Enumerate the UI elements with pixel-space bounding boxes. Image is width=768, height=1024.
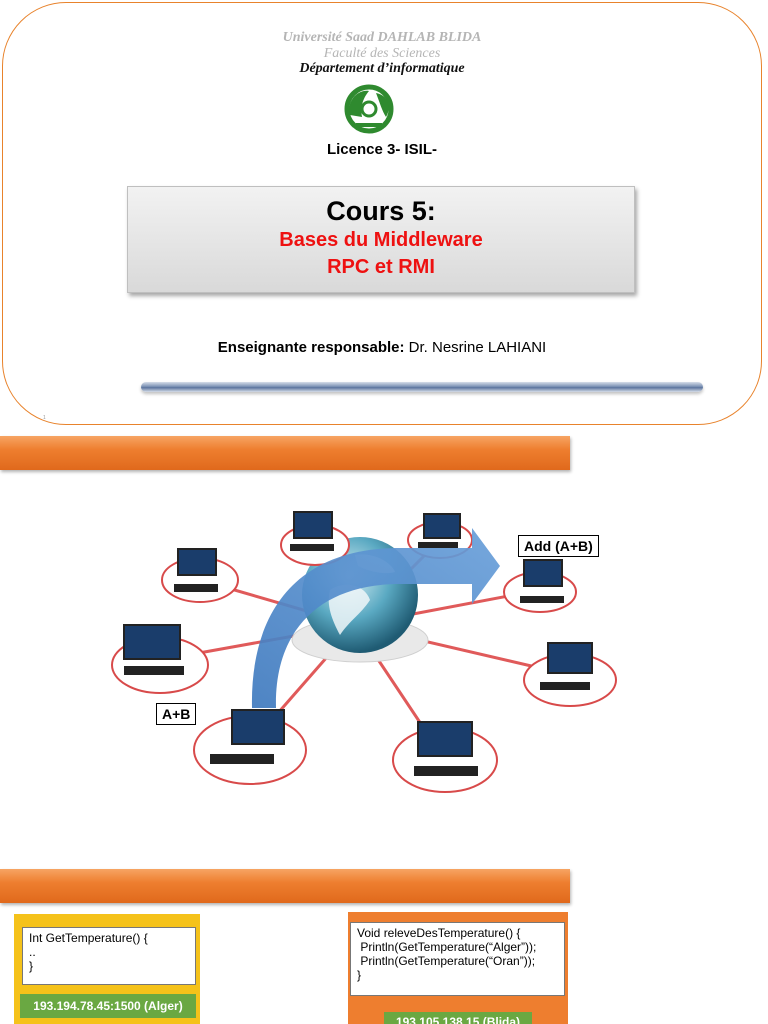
computer-icon (503, 559, 577, 613)
teacher-line: Enseignante responsable: Dr. Nesrine LAH… (3, 339, 761, 356)
code-line: Println(GetTemperature(“Alger”)); (357, 940, 537, 954)
course-subtitle-2: RPC et RMI (327, 256, 435, 278)
department-name: Département d’informatique (299, 61, 465, 76)
slide-header-bar (0, 436, 570, 470)
ab-label: A+B (156, 703, 197, 725)
server-code: Int GetTemperature() { .. } (22, 927, 196, 985)
add-label: Add (A+B) (518, 535, 599, 557)
decorative-line (141, 382, 703, 392)
computer-icon (193, 709, 307, 785)
university-name: Université Saad DAHLAB BLIDA (282, 30, 482, 45)
course-title: Cours 5: (326, 196, 436, 226)
course-subtitle-1: Bases du Middleware (279, 229, 483, 251)
code-line: Int GetTemperature() { (29, 931, 148, 945)
code-line: Void releveDesTemperature() { (357, 926, 521, 940)
teacher-name: Dr. Nesrine LAHIANI (404, 339, 547, 356)
curved-arrow-icon (228, 528, 500, 708)
slide-number: 1 (43, 415, 46, 421)
slide-header-bar (0, 869, 570, 903)
course-title-box: Cours 5: Bases du Middleware RPC et RMI (127, 186, 635, 293)
network-diagram (111, 511, 617, 793)
code-line: } (357, 968, 362, 982)
client-ip: 193.105.138.15 (Blida) (384, 1012, 532, 1024)
title-slide: Université Saad DAHLAB BLIDA Faculté des… (2, 2, 762, 425)
faculty-name: Faculté des Sciences (323, 46, 441, 61)
computer-icon (111, 624, 209, 694)
code-line: .. (29, 945, 36, 959)
computer-icon (392, 721, 498, 793)
university-logo-icon (344, 84, 394, 134)
teacher-label: Enseignante responsable: (217, 339, 405, 356)
computer-icon (161, 548, 239, 603)
computer-icon (523, 642, 617, 707)
server-ip: 193.194.78.45:1500 (Alger) (20, 994, 196, 1018)
licence-label: Licence 3- ISIL- (326, 141, 438, 158)
computer-icon (280, 511, 350, 566)
code-line: Println(GetTemperature(“Oran”)); (357, 954, 536, 968)
code-line: } (29, 959, 34, 973)
client-code: Void releveDesTemperature() { Println(Ge… (350, 922, 565, 996)
